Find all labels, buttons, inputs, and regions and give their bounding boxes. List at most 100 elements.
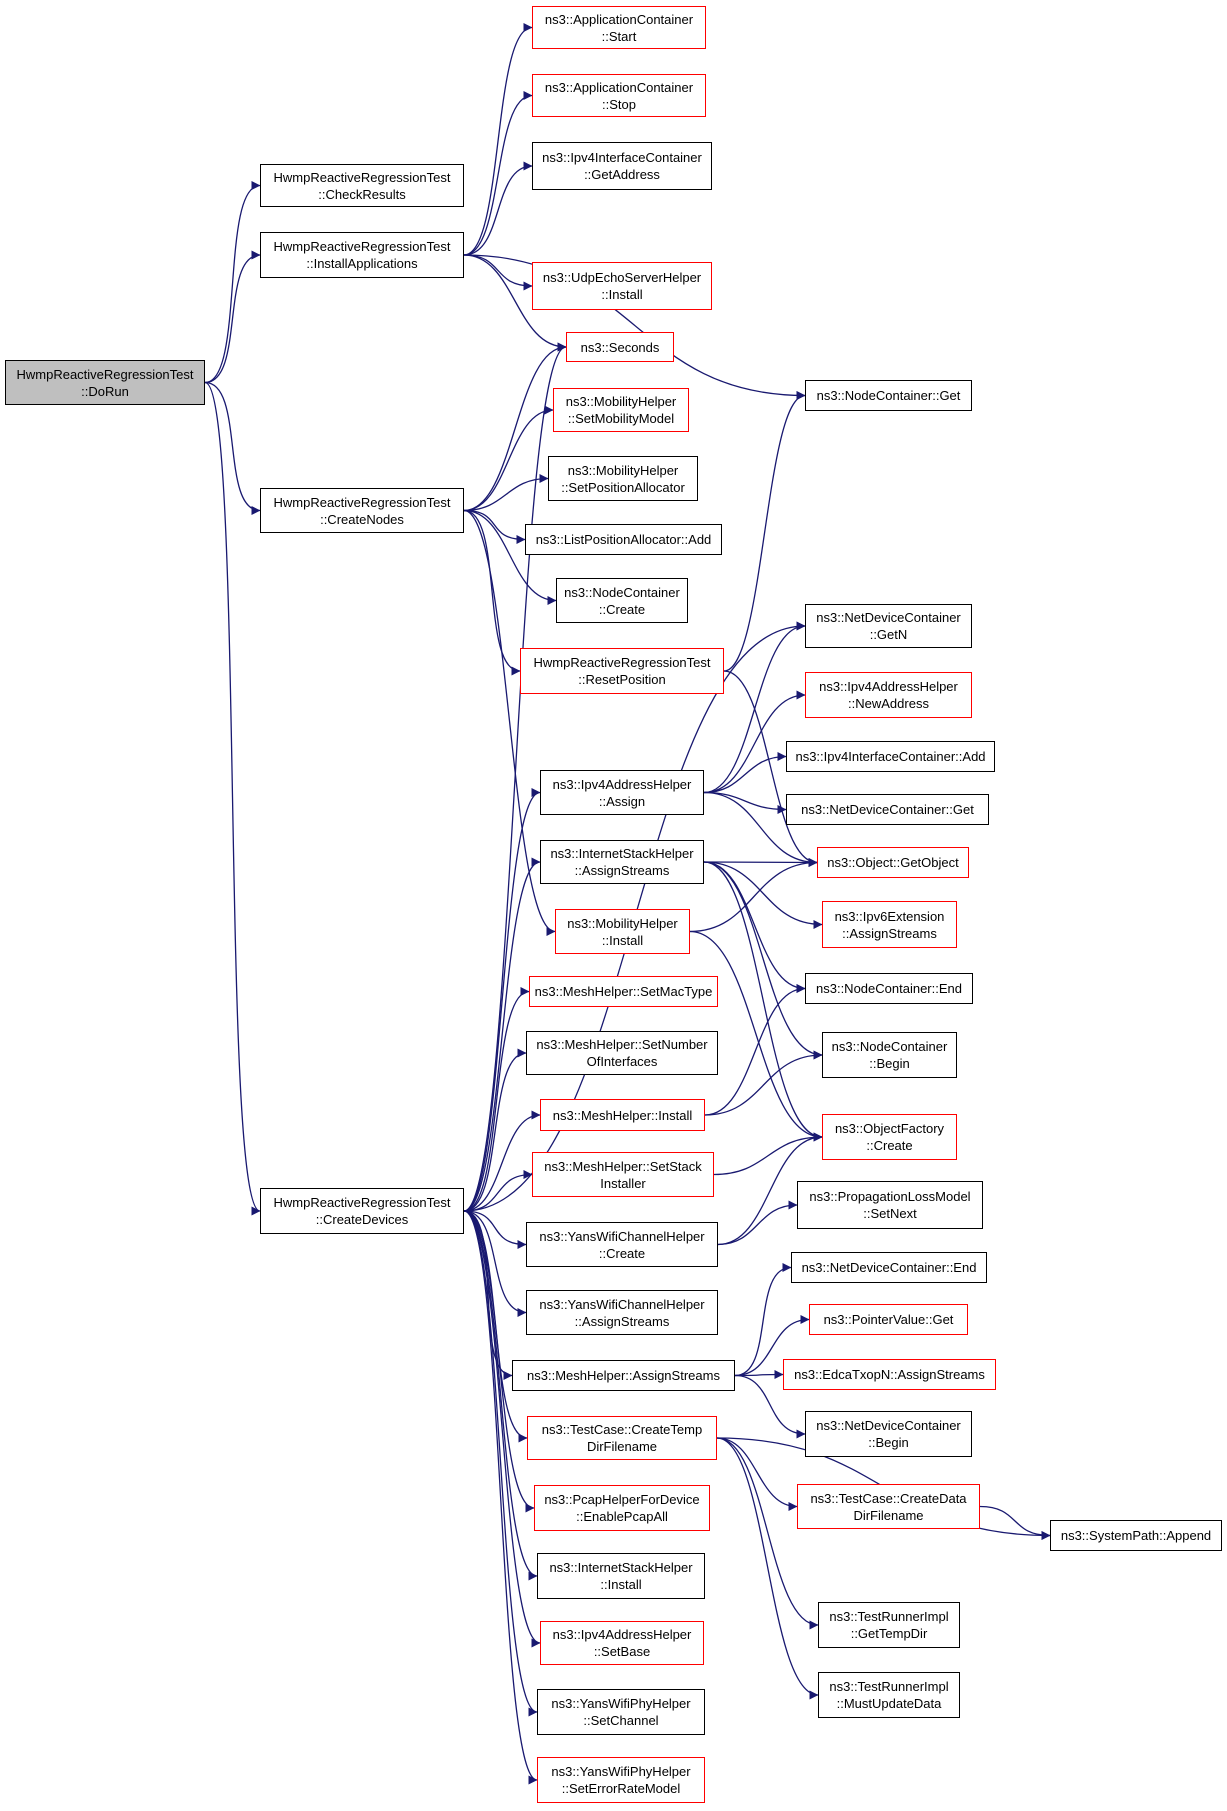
edge-createdevices-to-pcap <box>463 1210 535 1513</box>
node-meshinstall[interactable]: ns3::MeshHelper::Install <box>540 1099 705 1131</box>
node-gettempdir[interactable]: ns3::TestRunnerImpl::GetTempDir <box>818 1602 960 1648</box>
node-proploss[interactable]: ns3::PropagationLossModel::SetNext <box>797 1181 983 1229</box>
node-ipv4setbase[interactable]: ns3::Ipv4AddressHelper::SetBase <box>540 1621 704 1665</box>
node-resetpos[interactable]: HwmpReactiveRegressionTest::ResetPositio… <box>520 648 724 694</box>
node-label-line: ns3::MeshHelper::SetStack <box>544 1158 702 1174</box>
node-installapps[interactable]: HwmpReactiveRegressionTest::InstallAppli… <box>260 232 464 278</box>
node-createdevices[interactable]: HwmpReactiveRegressionTest::CreateDevice… <box>260 1188 464 1234</box>
node-appstart[interactable]: ns3::ApplicationContainer::Start <box>532 6 706 49</box>
edge-createnodes-to-resetpos <box>463 509 521 676</box>
node-label-line: ns3::TestCase::CreateTemp <box>541 1422 703 1437</box>
node-mustupdate[interactable]: ns3::TestRunnerImpl::MustUpdateData <box>818 1672 960 1718</box>
edge-yanschcreate-to-proploss <box>717 1200 798 1246</box>
node-seterr[interactable]: ns3::YansWifiPhyHelper::SetErrorRateMode… <box>537 1757 705 1803</box>
node-ndcbegin[interactable]: ns3::NetDeviceContainer::Begin <box>805 1411 972 1457</box>
edge-inetassign-to-getobject <box>703 857 818 867</box>
node-label-line: ::Install <box>600 1577 642 1592</box>
edge-createdevices-to-yanschcreate <box>463 1210 527 1249</box>
node-label-line: ns3::TestRunnerImpl <box>829 1609 949 1624</box>
node-pcap[interactable]: ns3::PcapHelperForDevice::EnablePcapAll <box>534 1485 710 1531</box>
node-ipv4ifgetaddr[interactable]: ns3::Ipv4InterfaceContainer::GetAddress <box>532 142 712 190</box>
node-setmactype[interactable]: ns3::MeshHelper::SetMacType <box>529 976 718 1007</box>
node-yanschassign[interactable]: ns3::YansWifiChannelHelper::AssignStream… <box>526 1290 718 1335</box>
node-label-line: ns3::Ipv4AddressHelper <box>552 1627 692 1642</box>
node-udpecho[interactable]: ns3::UdpEchoServerHelper::Install <box>532 262 712 310</box>
node-objfactcreate[interactable]: ns3::ObjectFactory::Create <box>822 1114 957 1160</box>
node-seconds[interactable]: ns3::Seconds <box>566 332 674 362</box>
edge-dorun-to-createnodes <box>204 381 261 515</box>
node-label-line: ::InstallApplications <box>306 256 418 271</box>
edge-installapps-to-nodecontget <box>463 254 806 400</box>
edge-installapps-to-seconds <box>463 254 567 352</box>
node-label-line: ::Start <box>601 28 637 44</box>
node-label-line: ns3::MobilityHelper <box>567 462 679 478</box>
node-label-line: ns3::UdpEchoServerHelper <box>542 270 702 285</box>
node-getobject[interactable]: ns3::Object::GetObject <box>817 847 969 878</box>
node-ipv4ifadd[interactable]: ns3::Ipv4InterfaceContainer::Add <box>786 741 995 772</box>
node-label-line: ns3::NodeContainer <box>831 1039 948 1054</box>
node-yanschcreate[interactable]: ns3::YansWifiChannelHelper::Create <box>526 1222 718 1267</box>
node-label-line: ns3::MeshHelper::SetNumber <box>536 1037 708 1052</box>
node-listposadd[interactable]: ns3::ListPositionAllocator::Add <box>525 524 722 555</box>
node-label-line: ::SetErrorRateModel <box>561 1781 681 1796</box>
node-label-line: ns3::MeshHelper::Install <box>552 1107 693 1123</box>
edge-meshassign-to-ndcbegin <box>734 1374 806 1439</box>
node-mobinstall[interactable]: ns3::MobilityHelper::Install <box>555 909 690 954</box>
node-label-line: ::Begin <box>869 1056 910 1071</box>
node-append[interactable]: ns3::SystemPath::Append <box>1050 1520 1222 1551</box>
edge-createdevices-to-seconds <box>463 342 567 1212</box>
node-label-line: ::Begin <box>868 1435 909 1450</box>
node-label-line: ::ResetPosition <box>578 672 666 687</box>
node-label-line: ns3::ApplicationContainer <box>544 79 694 95</box>
node-ipv6ext[interactable]: ns3::Ipv6Extension::AssignStreams <box>822 901 957 948</box>
node-inetassign[interactable]: ns3::InternetStackHelper::AssignStreams <box>540 840 704 884</box>
node-label-line: ns3::PcapHelperForDevice <box>544 1492 700 1507</box>
node-label-line: ::CreateDevices <box>315 1212 409 1227</box>
node-label-line: HwmpReactiveRegressionTest <box>273 494 451 510</box>
node-label-line: ns3::Ipv4AddressHelper <box>819 679 958 694</box>
node-inetinstall[interactable]: ns3::InternetStackHelper::Install <box>537 1553 705 1599</box>
node-checkresults[interactable]: HwmpReactiveRegressionTest::CheckResults <box>260 164 464 207</box>
node-ipv4newaddr[interactable]: ns3::Ipv4AddressHelper::NewAddress <box>805 672 972 718</box>
edge-createdevices-to-yanschassign <box>463 1210 527 1317</box>
node-ptrvalget[interactable]: ns3::PointerValue::Get <box>809 1304 968 1335</box>
edge-yanschcreate-to-objfactcreate <box>717 1132 823 1246</box>
edge-inetassign-to-ipv6ext <box>703 861 823 929</box>
edge-createdata-to-append <box>979 1505 1051 1540</box>
edge-meshassign-to-ndcend <box>734 1263 792 1377</box>
node-nodecontcreate[interactable]: ns3::NodeContainer::Create <box>556 578 688 623</box>
edge-createnodes-to-seconds <box>463 342 567 512</box>
node-edcaassign[interactable]: ns3::EdcaTxopN::AssignStreams <box>783 1359 996 1390</box>
node-label-line: ns3::NetDeviceContainer::End <box>801 1260 977 1275</box>
node-setmobmodel[interactable]: ns3::MobilityHelper::SetMobilityModel <box>553 388 689 432</box>
node-nodecontget[interactable]: ns3::NodeContainer::Get <box>805 380 972 411</box>
edge-createnodes-to-listposadd <box>463 509 526 544</box>
node-label-line: ::CreateNodes <box>320 511 404 527</box>
edge-createdevices-to-setnumif <box>463 1048 527 1212</box>
node-label-line: ns3::Ipv6Extension <box>834 908 945 924</box>
node-nodecontbegin[interactable]: ns3::NodeContainer::Begin <box>822 1032 957 1078</box>
node-ndcget[interactable]: ns3::NetDeviceContainer::Get <box>786 794 989 825</box>
node-label-line: ::NewAddress <box>848 696 929 711</box>
node-label-line: ns3::ObjectFactory <box>834 1121 945 1136</box>
node-nodecontend[interactable]: ns3::NodeContainer::End <box>805 973 973 1004</box>
edge-dorun-to-installapps <box>204 250 261 384</box>
node-setposalloc[interactable]: ns3::MobilityHelper::SetPositionAllocato… <box>548 456 698 501</box>
edge-meshinstall-to-nodecontend <box>704 984 806 1116</box>
node-label-line: ns3::ApplicationContainer <box>544 11 694 27</box>
node-label-line: ::GetAddress <box>584 167 660 182</box>
node-ndcend[interactable]: ns3::NetDeviceContainer::End <box>791 1252 987 1283</box>
edge-inetassign-to-objfactcreate <box>703 861 823 1142</box>
node-meshassign[interactable]: ns3::MeshHelper::AssignStreams <box>512 1360 735 1391</box>
node-appstop[interactable]: ns3::ApplicationContainer::Stop <box>532 74 706 117</box>
node-ndcgetn[interactable]: ns3::NetDeviceContainer::GetN <box>805 604 972 648</box>
node-ipv4assign[interactable]: ns3::Ipv4AddressHelper::Assign <box>540 770 704 815</box>
node-label-line: ns3::MeshHelper::SetMacType <box>534 984 713 999</box>
node-setchannel[interactable]: ns3::YansWifiPhyHelper::SetChannel <box>537 1689 705 1735</box>
node-createnodes[interactable]: HwmpReactiveRegressionTest::CreateNodes <box>260 488 464 533</box>
